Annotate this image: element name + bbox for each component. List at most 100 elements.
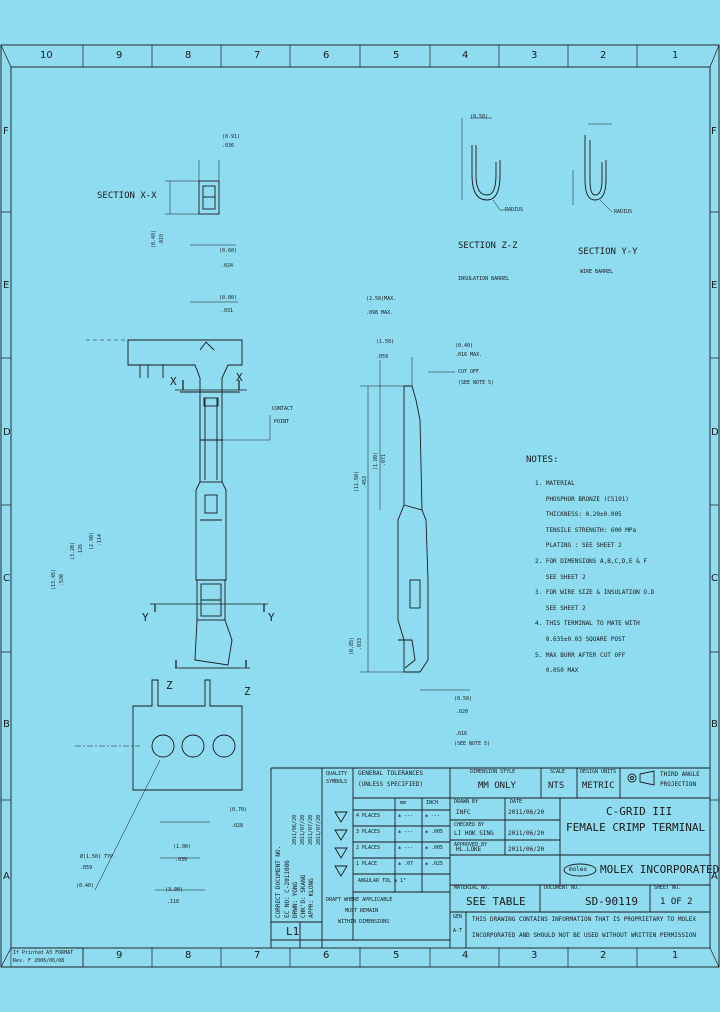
- tol-4-mm: ± ---: [398, 813, 414, 819]
- zone-col-8-bottom: 8: [185, 950, 192, 961]
- checked-by-value: LI HOK SING: [454, 830, 494, 837]
- material-number-value: SEE TABLE: [466, 895, 526, 908]
- projection-label-2: PROJECTION: [660, 781, 697, 788]
- ec-number: EC NO: C-2011086: [284, 860, 291, 918]
- drafting-note-2: MUST REMAIN: [345, 908, 379, 914]
- zone-col-2: 2: [600, 50, 607, 61]
- correct-document-label: CORRECT DOCUMENT NO.: [275, 845, 282, 918]
- dim-ref: (0.40): [76, 883, 95, 889]
- dim-085: (0.85): [349, 636, 355, 655]
- tol-3-inch: ± .005: [425, 829, 444, 835]
- zone-col-2-bottom: 2: [600, 950, 607, 961]
- tol-4-places: 4 PLACES: [356, 813, 381, 819]
- scale-value: NTS: [548, 781, 565, 791]
- zone-col-4-bottom: 4: [462, 950, 469, 961]
- notes-title: NOTES:: [526, 455, 559, 465]
- section-mark-x-right: X: [236, 371, 243, 384]
- tol-2-inch: ± .005: [425, 845, 444, 851]
- ec-date: 2011/06/20: [292, 814, 298, 845]
- dim-1150-inch: .453: [362, 475, 368, 488]
- design-units-value: METRIC: [582, 781, 615, 791]
- radius-label-yy: RADIUS: [614, 209, 633, 215]
- dim-040: (0.40): [455, 343, 474, 349]
- drafting-note-3: WITHIN DIMENSIONS: [338, 919, 390, 925]
- dim-060: (0.60): [219, 248, 238, 254]
- tol-1-mm: ± .07: [398, 861, 414, 867]
- dim-040-inch: .016 MAX.: [455, 352, 483, 358]
- dim-290: (2.90): [89, 531, 95, 550]
- proprietary-notice-1: THIS DRAWING CONTAINS INFORMATION THAT I…: [472, 916, 696, 923]
- dim-060-inch: .024: [221, 263, 234, 269]
- unless-specified-label: (UNLESS SPECIFIED): [358, 781, 424, 788]
- approved-by-value: HL.LOKE: [456, 846, 482, 853]
- tol-2-mm: ± ---: [398, 845, 414, 851]
- dim-050: (0.50): [454, 696, 473, 702]
- drawn-by-header: DRAWN BY: [454, 799, 479, 805]
- molex-logo: molex: [569, 866, 588, 873]
- dim-hole-inch: .039: [175, 857, 188, 863]
- dim-bottom-inch: .118: [167, 899, 180, 905]
- section-xx-label: SECTION X-X: [97, 191, 157, 201]
- inch-header: INCH: [426, 800, 439, 806]
- note-line: 1. MATERIAL: [535, 480, 575, 487]
- dim-085-inch: .033: [357, 637, 363, 650]
- cut-off-label-1: CUT OFF: [458, 369, 480, 375]
- dim-hole: (1.00): [173, 844, 192, 850]
- checked-by-revision: CHK'D: SKANG: [300, 874, 307, 918]
- dim-xx-left-inch: .019: [159, 233, 165, 246]
- approved-date: 2011/06/20: [508, 846, 545, 853]
- zone-col-3-bottom: 3: [531, 950, 538, 961]
- document-number-header: DOCUMENT NO.: [544, 885, 581, 891]
- dim-phi: Ø(1.50) TYP.: [80, 854, 117, 860]
- zone-row-e-right: E: [711, 280, 718, 291]
- dim-xx-top: (0.91): [222, 134, 241, 140]
- zone-col-5-bottom: 5: [393, 950, 400, 961]
- dim-xx-top-inch: .036: [222, 143, 235, 149]
- drawing-title-1: C-GRID III: [606, 805, 673, 818]
- zone-row-a: A: [3, 871, 10, 882]
- drawing-title-2: FEMALE CRIMP TERMINAL: [566, 821, 706, 834]
- angular-tolerance: ANGULAR TOL ± 1°: [358, 878, 407, 884]
- checked-by-header: CHECKED BY: [454, 822, 485, 828]
- print-format-note: If Printed A3 FORMAT: [13, 950, 74, 956]
- note-line: 0.050 MAX: [535, 667, 579, 675]
- note-line: SEE SHEET 2: [535, 604, 586, 612]
- zone-row-b-right: B: [711, 719, 718, 730]
- document-number-value: SD-90119: [585, 895, 638, 908]
- checked-date: 2011/06/20: [508, 830, 545, 837]
- dim-180: (1.80): [373, 451, 379, 470]
- drawn-date-revision: 2011/07/20: [300, 814, 306, 845]
- tol-3-mm: ± ---: [398, 829, 414, 835]
- note-line: 0.635±0.03 SQUARE POST: [535, 635, 626, 643]
- quality-label-1: QUALITY: [326, 771, 348, 777]
- see-note-label: (SEE NOTE 5): [454, 741, 491, 747]
- tol-1-place: 1 PLACE: [356, 861, 378, 867]
- zone-row-c: C: [3, 573, 10, 584]
- section-mark-x-left: X: [170, 375, 177, 388]
- note-line: THICKNESS: 0.20±0.005: [535, 511, 622, 519]
- zone-row-d: D: [3, 427, 11, 438]
- dim-1345-inch: .530: [59, 573, 65, 586]
- note-line: 5. MAX BURR AFTER CUT OFF: [535, 651, 626, 659]
- zone-col-9: 9: [116, 50, 123, 61]
- tol-3-places: 3 PLACES: [356, 829, 381, 835]
- zone-row-b: B: [3, 719, 10, 730]
- tol-1-inch: ± .025: [425, 861, 444, 867]
- approved-by-revision: APPR: KLONG: [308, 878, 315, 918]
- section-zz-sublabel: INSULATION BARREL: [458, 276, 510, 282]
- dim-250: (2.50)MAX.: [366, 296, 397, 302]
- section-mark-y-right: Y: [268, 611, 275, 624]
- zone-row-e: E: [3, 280, 10, 291]
- tol-2-places: 2 PLACES: [356, 845, 381, 851]
- general-tolerances-label: GENERAL TOLERANCES: [358, 770, 424, 777]
- dim-xx-left: (0.48): [151, 229, 157, 248]
- drawn-by-value: INFC: [456, 809, 471, 816]
- dim-070-inch: .028: [231, 823, 244, 829]
- approved-by-header: APPROVED BY: [454, 842, 488, 848]
- dim-bottom: (3.00): [165, 887, 184, 893]
- note-line: TENSILE STRENGTH: 600 MPa: [535, 526, 637, 534]
- cut-off-label-2: (SEE NOTE 5): [458, 380, 495, 386]
- zone-col-6-bottom: 6: [323, 950, 330, 961]
- dim-150-inch: .059: [376, 354, 389, 360]
